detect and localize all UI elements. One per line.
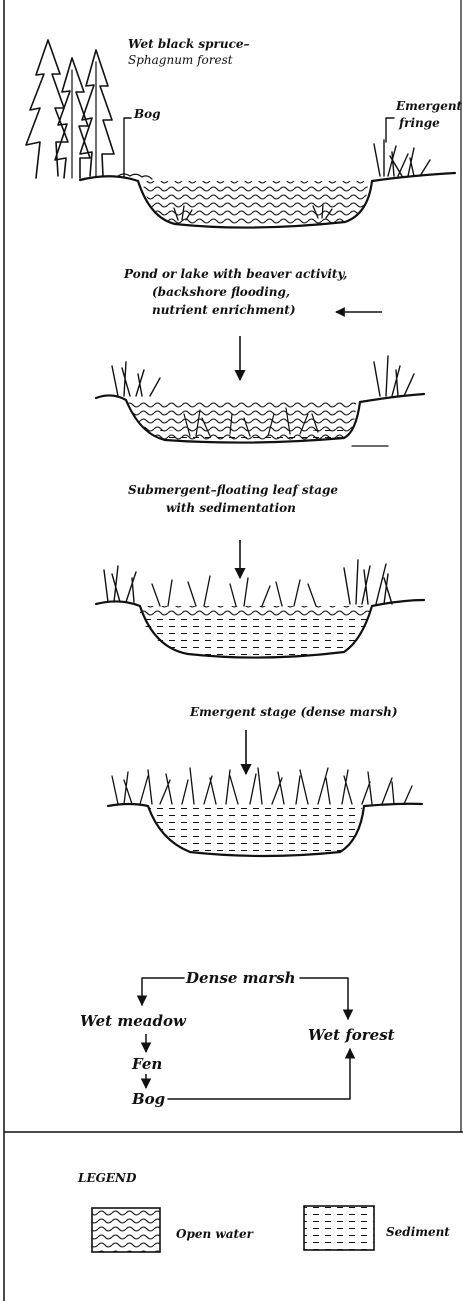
stage3-caption-line1: Submergent–floating leaf stage <box>128 483 338 497</box>
fringe-label-line1: Emergent <box>395 99 463 113</box>
stage4-caption: Emergent stage (dense marsh) <box>189 705 398 719</box>
stage3-basin <box>96 560 424 658</box>
bog-leader-line <box>124 118 131 178</box>
stage4-sediment <box>148 806 362 856</box>
stage3-sediment <box>140 616 370 658</box>
stage1-water <box>142 181 368 228</box>
sediment-swatch <box>304 1206 374 1250</box>
stage1-basin <box>80 173 455 228</box>
fen-label: Fen <box>131 1055 162 1073</box>
open-water-label: Open water <box>176 1227 255 1241</box>
bog-to-forest-arrow <box>168 1049 350 1099</box>
wet-meadow-label: Wet meadow <box>80 1012 187 1030</box>
stage2-caption-line2: (backshore flooding, <box>152 285 290 299</box>
stage3-caption-line2: with sedimentation <box>166 501 296 515</box>
legend-title: LEGEND <box>77 1171 137 1185</box>
fringe-label-line2: fringe <box>398 116 440 130</box>
emergent-fringe-plants <box>374 140 430 176</box>
fringe-leader-line <box>386 118 394 142</box>
dense-marsh-label: Dense marsh <box>185 969 296 987</box>
stage2-caption-line1: Pond or lake with beaver activity, <box>123 267 347 281</box>
marsh-to-forest-arrow <box>300 978 348 1019</box>
sediment-label: Sediment <box>386 1225 450 1239</box>
stage2-basin <box>96 356 424 446</box>
stage2-caption-line3: nutrient enrichment) <box>152 303 296 317</box>
stage3-water <box>140 606 370 616</box>
wet-forest-label: Wet forest <box>308 1026 395 1044</box>
open-water-swatch <box>92 1208 160 1252</box>
forest-label-line2: Sphagnum forest <box>128 53 233 67</box>
stage4-basin <box>108 768 422 856</box>
spruce-trees <box>26 40 114 178</box>
succession-flow: Dense marsh Wet meadow Fen Bog Wet fores… <box>80 969 395 1108</box>
legend: LEGEND Open water Sediment <box>77 1171 450 1252</box>
bog-flow-label: Bog <box>131 1090 165 1108</box>
forest-label-line1: Wet black spruce– <box>128 37 250 51</box>
bog-label: Bog <box>133 107 161 121</box>
marsh-to-meadow-arrow <box>142 978 184 1005</box>
